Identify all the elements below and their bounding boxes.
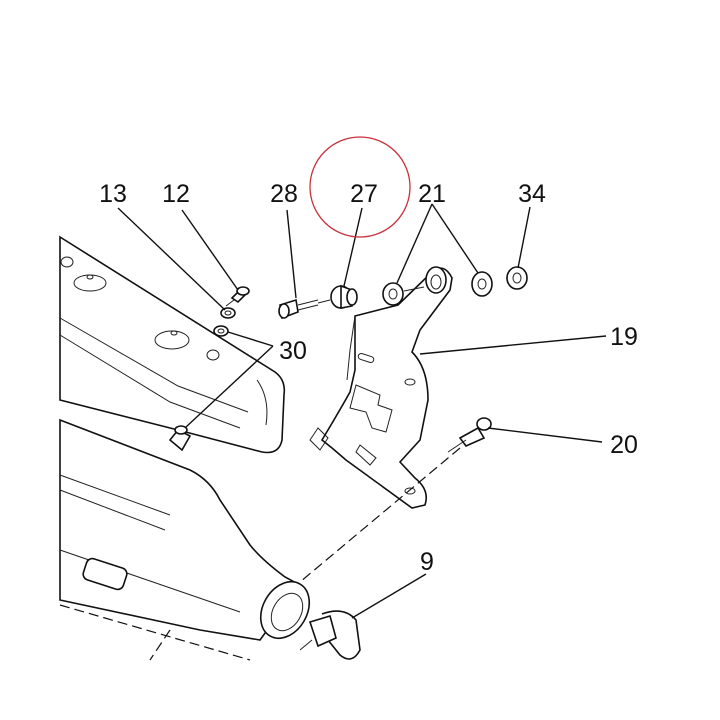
callout-28: 28 [270,180,298,208]
grommet-21-a [382,282,404,306]
highlight-circle [309,136,411,238]
callout-20: 20 [610,431,638,459]
callout-9: 9 [420,548,434,576]
screw-12 [225,286,250,307]
bolt-20 [447,417,492,453]
callout-34: 34 [518,180,546,208]
bolt-28 [278,298,319,320]
callout-27: 27 [350,180,378,208]
callout-13: 13 [99,180,127,208]
washer-13 [220,307,236,319]
leader-lines [117,203,607,619]
callout-19: 19 [610,323,638,351]
clamp-9 [299,610,361,660]
callout-21: 21 [418,180,446,208]
grommet-21-b [471,271,493,297]
spacer-27 [330,284,358,309]
callout-30: 30 [279,337,307,365]
nut-34 [506,266,528,290]
washer-30 [213,325,229,337]
vent-pattern [60,256,220,361]
muffler-body [59,235,311,661]
assembly-line [299,447,461,583]
callout-12: 12 [162,180,190,208]
bracket-19 [309,266,453,509]
